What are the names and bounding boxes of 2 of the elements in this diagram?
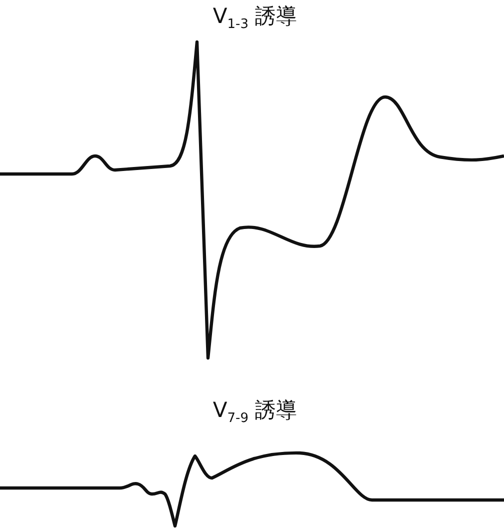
lead-label: V$_{1-3}$ 誘導 — [212, 6, 298, 32]
lead-label: V$_{7-9}$ 誘導 — [212, 400, 298, 426]
